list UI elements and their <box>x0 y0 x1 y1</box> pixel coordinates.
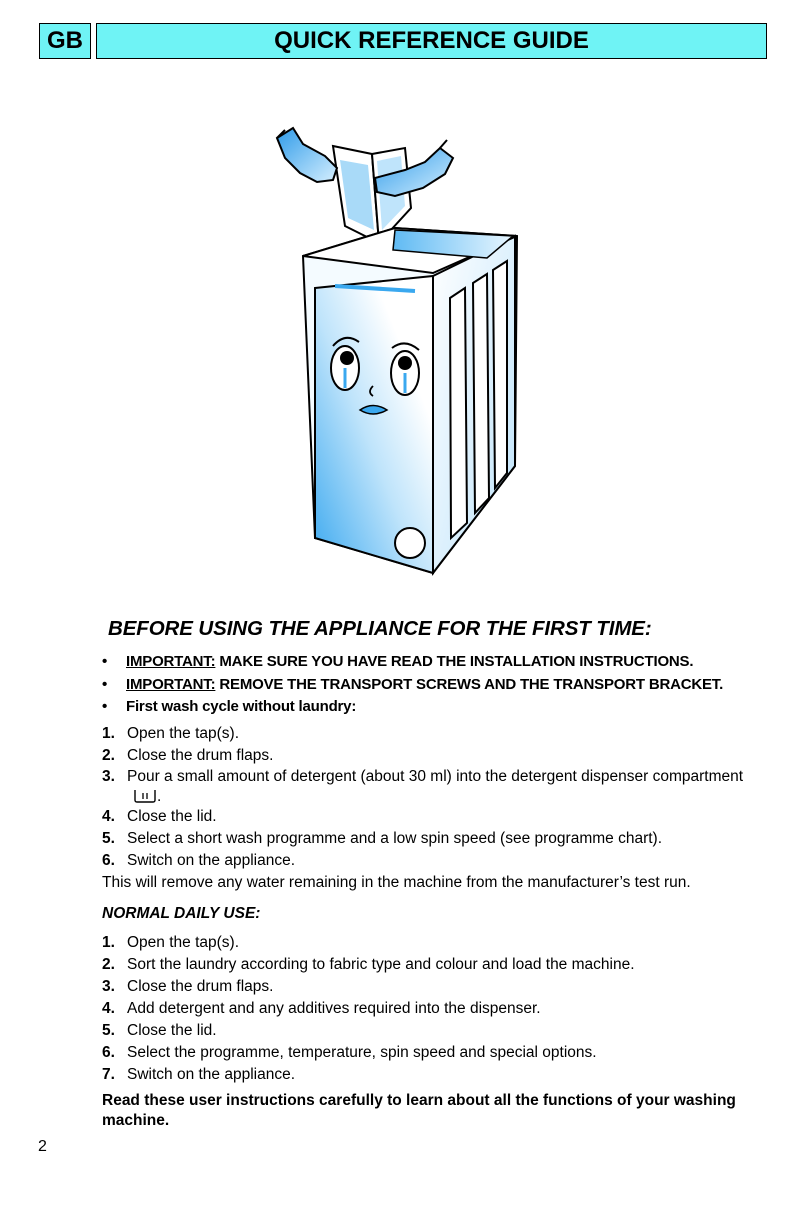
bullet-item: • First wash cycle without laundry: <box>102 696 772 719</box>
step-number: 2. <box>102 747 115 764</box>
bullet-item: • IMPORTANT: MAKE SURE YOU HAVE READ THE… <box>102 651 772 674</box>
bullet-dot-icon: • <box>102 675 108 693</box>
step-text: Close the lid. <box>127 1022 217 1039</box>
step-text: Select the programme, temperature, spin … <box>127 1044 597 1061</box>
closing-note: Read these user instructions carefully t… <box>102 1092 736 1129</box>
important-label: IMPORTANT: <box>126 653 216 670</box>
step-number: 2. <box>102 956 115 973</box>
step-text: Sort the laundry according to fabric typ… <box>127 956 635 973</box>
detergent-compartment-icon <box>134 789 156 803</box>
right-glove-icon <box>373 139 455 198</box>
manual-book-icon <box>331 144 413 246</box>
bullet-text: REMOVE THE TRANSPORT SCREWS AND THE TRAN… <box>219 675 724 693</box>
left-glove-icon <box>275 126 339 184</box>
step-text-main: Pour a small amount of detergent (about … <box>127 768 744 785</box>
step-number: 1. <box>102 934 115 951</box>
step-text: Close the lid. <box>127 808 217 825</box>
step-number: 6. <box>102 1044 115 1061</box>
important-label: IMPORTANT: <box>126 675 216 693</box>
machine-body <box>301 226 519 576</box>
step-number: 4. <box>102 808 115 825</box>
important-bullets: • IMPORTANT: MAKE SURE YOU HAVE READ THE… <box>102 651 772 719</box>
list-item: 6. Select the programme, temperature, spi… <box>102 1042 772 1064</box>
list-item: 1. Open the tap(s). <box>102 723 772 745</box>
list-item: 4. Close the lid. <box>102 806 772 828</box>
first-use-note: This will remove any water remaining in … <box>102 874 691 891</box>
section-heading-daily-use: NORMAL DAILY USE: <box>102 905 261 922</box>
bullet-item: • IMPORTANT: REMOVE THE TRANSPORT SCREWS… <box>102 674 772 697</box>
list-item: 5. Select a short wash programme and a lo… <box>102 828 772 850</box>
step-text: Select a short wash programme and a low … <box>127 830 662 847</box>
step-number: 1. <box>102 725 115 742</box>
step-number: 6. <box>102 852 115 869</box>
list-item: 7. Switch on the appliance. <box>102 1064 772 1086</box>
daily-use-steps: 1. Open the tap(s). 2. Sort the laundry ac… <box>102 932 772 1086</box>
page-title: QUICK REFERENCE GUIDE <box>96 23 767 59</box>
step-text: Close the drum flaps. <box>127 747 274 764</box>
washing-machine-illustration <box>275 126 519 576</box>
list-item: 5. Close the lid. <box>102 1020 772 1042</box>
step-number: 7. <box>102 1066 115 1083</box>
step-text: Close the drum flaps. <box>127 978 274 995</box>
step-number: 3. <box>102 768 115 785</box>
step-text: Open the tap(s). <box>127 934 240 951</box>
step-text: Switch on the appliance. <box>127 1066 296 1083</box>
list-item: 3. Close the drum flaps. <box>102 976 772 998</box>
step-number: 3. <box>102 978 115 995</box>
step-suffix: . <box>157 787 162 805</box>
list-item: 3. Pour a small amount of detergent (abo… <box>102 767 772 806</box>
bullet-dot-icon: • <box>102 698 108 715</box>
list-item: 4. Add detergent and any additives requir… <box>102 998 772 1020</box>
machine-face <box>330 336 420 415</box>
list-item: 2. Close the drum flaps. <box>102 745 772 767</box>
bullet-text: First wash cycle without laundry: <box>126 698 357 715</box>
list-item: 1. Open the tap(s). <box>102 932 772 954</box>
bullet-text: MAKE SURE YOU HAVE READ THE INSTALLATION… <box>219 653 694 670</box>
list-item: 2. Sort the laundry according to fabric t… <box>102 954 772 976</box>
step-text: Pour a small amount of detergent (about … <box>127 767 772 806</box>
step-number: 5. <box>102 830 115 847</box>
step-text: Switch on the appliance. <box>127 852 296 869</box>
list-item: 6. Switch on the appliance. <box>102 850 772 872</box>
page-number: 2 <box>38 1138 47 1155</box>
section-heading-first-use: BEFORE USING THE APPLIANCE FOR THE FIRST… <box>108 617 652 640</box>
bullet-dot-icon: • <box>102 653 108 670</box>
step-text: Add detergent and any additives required… <box>127 1000 541 1017</box>
step-number: 5. <box>102 1022 115 1039</box>
step-number: 4. <box>102 1000 115 1017</box>
first-use-steps: 1. Open the tap(s). 2. Close the drum flap… <box>102 723 772 894</box>
step-text: Open the tap(s). <box>127 725 240 742</box>
language-badge: GB <box>39 23 91 59</box>
